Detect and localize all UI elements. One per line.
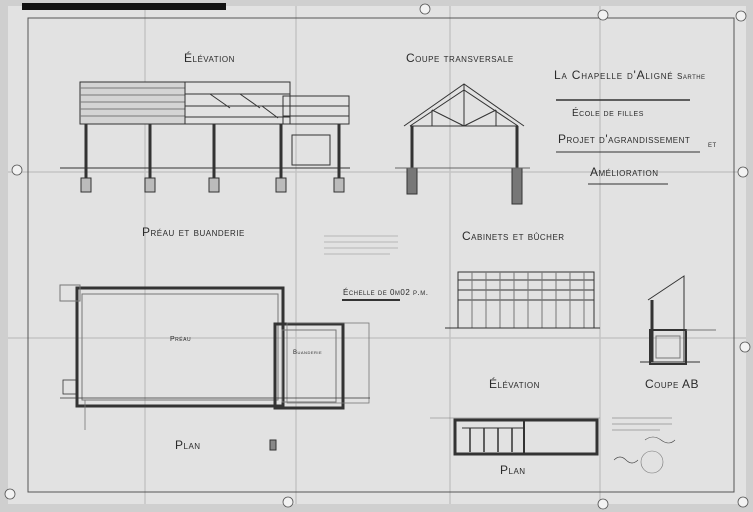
preau-buanderie-plan [59,284,370,451]
scale-label: Échelle de 0m02 p.m. [343,288,429,297]
signature-block [612,417,676,474]
department: Sarthe [677,72,706,81]
coupe-transversale-drawing [395,83,530,205]
tape-strip [22,3,226,10]
elevation-drawing-top [60,81,350,193]
title-underlines [556,99,700,185]
plan-right-label: Plan [500,463,526,477]
room-buanderie: Buanderie [293,350,323,356]
school-name: École de filles [572,108,644,119]
project-line2: Amélioration [590,165,659,179]
coupe-transversale-label: Coupe transversale [406,51,514,65]
coupe-ab-drawing [640,275,716,365]
cabinets-bucher-plan [430,417,600,456]
elevation-top-label: Élévation [184,51,235,65]
cabinets-bucher-label: Cabinets et bûcher [462,229,565,243]
place-name: La Chapelle d'Aligné [554,68,674,82]
preau-buanderie-label: Préau et buanderie [142,225,245,239]
coupe-ab-label: Coupe AB [645,377,700,391]
plan-left-label: Plan [175,438,201,452]
elevation-bottom-label: Élévation [489,377,540,391]
project-line1: Projet d'agrandissement [558,132,691,146]
cabinets-bucher-drawing [445,271,600,329]
room-preau: Préau [170,336,192,343]
pins [4,3,751,510]
note-block [324,235,400,301]
project-et: et [708,139,717,149]
